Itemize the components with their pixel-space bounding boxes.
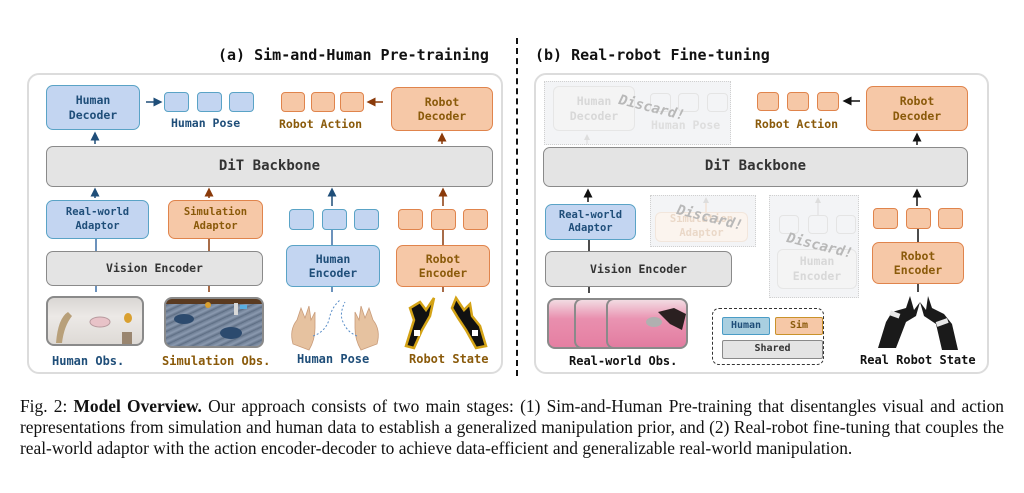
real-robot-state-image: [866, 288, 976, 350]
robot-encoder-box: Robot Encoder: [396, 245, 490, 287]
robot-action-token: [311, 92, 335, 112]
panel-a-title: (a) Sim-and-Human Pre-training: [218, 46, 489, 64]
robot-state-image: [400, 290, 495, 352]
discarded-human-pose-label: Human Pose: [651, 118, 721, 132]
robot-action-label: Robot Action: [279, 117, 363, 131]
simulation-obs-label: Simulation Obs.: [162, 354, 271, 368]
human-obs-label: Human Obs.: [52, 354, 125, 368]
panel-divider: [516, 38, 518, 376]
legend-human: Human: [722, 317, 770, 335]
realworld-adaptor-box: Real-world Adaptor: [545, 204, 636, 240]
human-pose-token: [164, 92, 189, 112]
robot-action-token: [281, 92, 305, 112]
simulation-obs-image: [164, 297, 264, 348]
human-pose-token: [229, 92, 254, 112]
panel-b-title: (b) Real-robot Fine-tuning: [535, 46, 770, 64]
vision-encoder-box: Vision Encoder: [545, 251, 732, 287]
vision-encoder-box: Vision Encoder: [46, 251, 263, 286]
human-pose-token: [197, 92, 222, 112]
human-pose-input-label: Human Pose: [297, 352, 370, 366]
real-robot-state-label: Real Robot State: [860, 353, 976, 367]
human-encoder-token: [322, 209, 347, 230]
robot-encoder-token: [873, 208, 898, 229]
discarded-encoder-token: [779, 215, 799, 234]
discarded-sim-adaptor-box: Simulation Adaptor: [655, 212, 748, 242]
caption-prefix: Fig. 2:: [20, 396, 74, 416]
legend-sim: Sim: [775, 317, 823, 335]
realworld-adaptor-box: Real-world Adaptor: [46, 200, 149, 239]
caption-bold-title: Model Overview.: [73, 396, 202, 416]
robot-encoder-box: Robot Encoder: [872, 242, 964, 284]
robot-action-token: [817, 92, 839, 111]
human-encoder-token: [354, 209, 379, 230]
robot-encoder-token: [398, 209, 423, 230]
dit-backbone: DiT Backbone: [46, 146, 493, 187]
robot-action-token: [757, 92, 779, 111]
robot-encoder-token: [906, 208, 931, 229]
robot-encoder-token: [463, 209, 488, 230]
robot-state-label: Robot State: [409, 352, 489, 366]
human-encoder-token: [289, 209, 314, 230]
human-pose-output-label: Human Pose: [171, 116, 241, 130]
discarded-pose-token: [707, 93, 728, 112]
discarded-human-encoder-box: Human Encoder: [777, 249, 857, 289]
robot-action-token: [340, 92, 364, 112]
discarded-human-decoder-box: Human Decoder: [553, 86, 635, 131]
human-decoder-box: Human Decoder: [46, 85, 140, 130]
caption-body: Our approach consists of two main stages…: [20, 396, 1004, 458]
discarded-encoder-token: [808, 215, 828, 234]
dit-backbone: DiT Backbone: [543, 147, 968, 187]
discarded-pose-token: [650, 93, 671, 112]
human-encoder-box: Human Encoder: [286, 245, 380, 287]
human-pose-hands-image: [285, 292, 385, 352]
figure-caption: Fig. 2: Model Overview. Our approach con…: [20, 396, 1004, 459]
robot-decoder-box: Robot Decoder: [391, 87, 493, 131]
robot-action-token: [787, 92, 809, 111]
human-obs-image: [46, 296, 144, 346]
realworld-obs-label: Real-world Obs.: [569, 354, 678, 368]
realworld-obs-frame: [606, 298, 688, 349]
robot-encoder-token: [938, 208, 963, 229]
legend-shared: Shared: [722, 340, 823, 359]
simulation-adaptor-box: Simulation Adaptor: [168, 200, 263, 239]
robot-action-label: Robot Action: [755, 117, 839, 131]
robot-encoder-token: [431, 209, 456, 230]
color-legend: [712, 308, 824, 365]
robot-decoder-box: Robot Decoder: [866, 86, 968, 131]
discarded-pose-token: [678, 93, 699, 112]
discarded-encoder-token: [836, 215, 856, 234]
